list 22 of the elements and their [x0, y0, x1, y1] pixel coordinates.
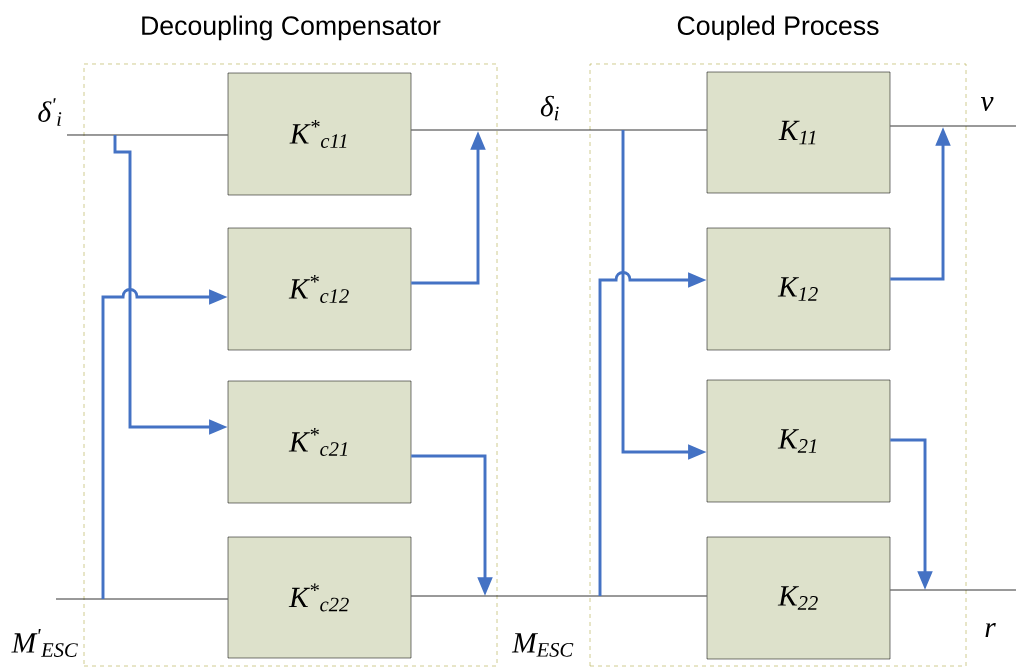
signal-label: δ$^{'}$i	[38, 98, 62, 126]
process-box: K$_{12}$	[706, 227, 891, 351]
signal-line	[410, 129, 708, 131]
signal-line	[889, 589, 1016, 591]
process-box: K$_{22}$	[706, 536, 891, 660]
edge-label: δ$_{i}$	[540, 95, 559, 121]
signal-line	[66, 134, 229, 136]
process-box: K$_{11}$	[706, 71, 891, 194]
process-box: K$_{21}$	[706, 379, 891, 503]
signal-label: v	[980, 97, 994, 111]
signal-line	[410, 595, 708, 597]
signal-label: M$^{'}$ESC	[11, 629, 78, 657]
process-box: K$^{*}$c12	[227, 227, 412, 351]
signal-label: r	[985, 623, 996, 637]
signal-line	[889, 125, 1016, 127]
process-box: K$^{*}$c22	[227, 536, 412, 659]
signal-line	[55, 598, 229, 600]
process-box: K$^{*}$c11	[227, 72, 412, 196]
edge-label: M$_{ESC}$	[511, 633, 574, 657]
node-label: Decoupling Compensator	[142, 15, 441, 41]
process-box: K$^{*}$c21	[227, 380, 412, 504]
node-label: Coupled Process	[677, 15, 879, 41]
